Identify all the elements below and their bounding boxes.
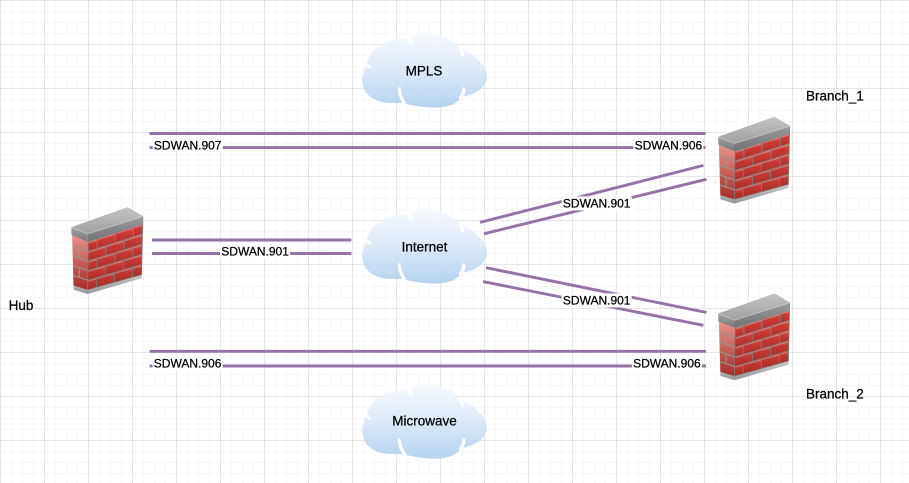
svg-text:SDWAN.906: SDWAN.906 (633, 357, 701, 371)
svg-text:SDWAN.901: SDWAN.901 (563, 197, 631, 211)
svg-text:SDWAN.901: SDWAN.901 (563, 294, 631, 308)
svg-text:SDWAN.906: SDWAN.906 (154, 357, 222, 371)
svg-text:Microwave: Microwave (392, 413, 457, 428)
svg-text:Hub: Hub (9, 298, 34, 313)
svg-text:SDWAN.907: SDWAN.907 (154, 138, 222, 152)
svg-text:MPLS: MPLS (406, 64, 443, 79)
svg-text:SDWAN.906: SDWAN.906 (635, 138, 703, 152)
svg-text:Branch_1: Branch_1 (806, 88, 864, 103)
svg-text:Internet: Internet (402, 240, 448, 255)
svg-text:Branch_2: Branch_2 (806, 387, 864, 402)
svg-text:SDWAN.901: SDWAN.901 (221, 244, 289, 258)
